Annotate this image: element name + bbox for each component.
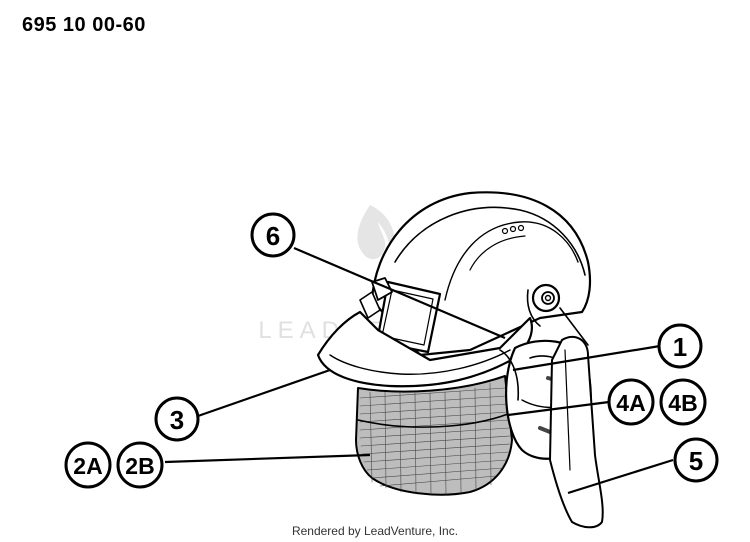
footer-credit: Rendered by LeadVenture, Inc. — [291, 524, 459, 538]
callout-2a[interactable]: 2A — [64, 441, 112, 489]
callout-5-label: 5 — [689, 446, 703, 476]
callout-4a[interactable]: 4A — [607, 378, 655, 426]
callout-6-label: 6 — [266, 221, 280, 251]
callout-2a-label: 2A — [73, 453, 102, 479]
callout-2b-label: 2B — [125, 453, 154, 479]
leader-5 — [567, 458, 674, 495]
callout-3[interactable]: 3 — [154, 396, 200, 442]
callout-6[interactable]: 6 — [250, 212, 296, 258]
callout-1[interactable]: 1 — [657, 323, 703, 369]
callouts: 6 1 3 4A 4B 2A 2B 5 — [64, 212, 719, 489]
helmet-drawing — [316, 191, 604, 529]
helmet-ridge-inner — [444, 221, 579, 301]
front-clip — [375, 280, 442, 354]
helmet-ridge — [394, 206, 586, 276]
neck-flap — [549, 335, 604, 529]
leader-3 — [197, 368, 331, 418]
callout-4a-label: 4A — [616, 390, 645, 416]
callout-4b-label: 4B — [668, 390, 697, 416]
leader-6 — [293, 246, 506, 340]
leader-4 — [507, 400, 610, 417]
callout-1-label: 1 — [673, 332, 687, 362]
leader-1 — [512, 344, 661, 372]
callout-4b[interactable]: 4B — [659, 378, 707, 426]
flame-logo-icon — [357, 205, 395, 260]
callout-2b[interactable]: 2B — [116, 441, 164, 489]
callout-5[interactable]: 5 — [673, 437, 719, 483]
callout-3-label: 3 — [170, 405, 184, 435]
part-number-title: 695 10 00-60 — [22, 14, 146, 36]
leader-2 — [164, 453, 371, 464]
leader-lines — [164, 246, 674, 495]
mesh-visor — [355, 375, 513, 496]
